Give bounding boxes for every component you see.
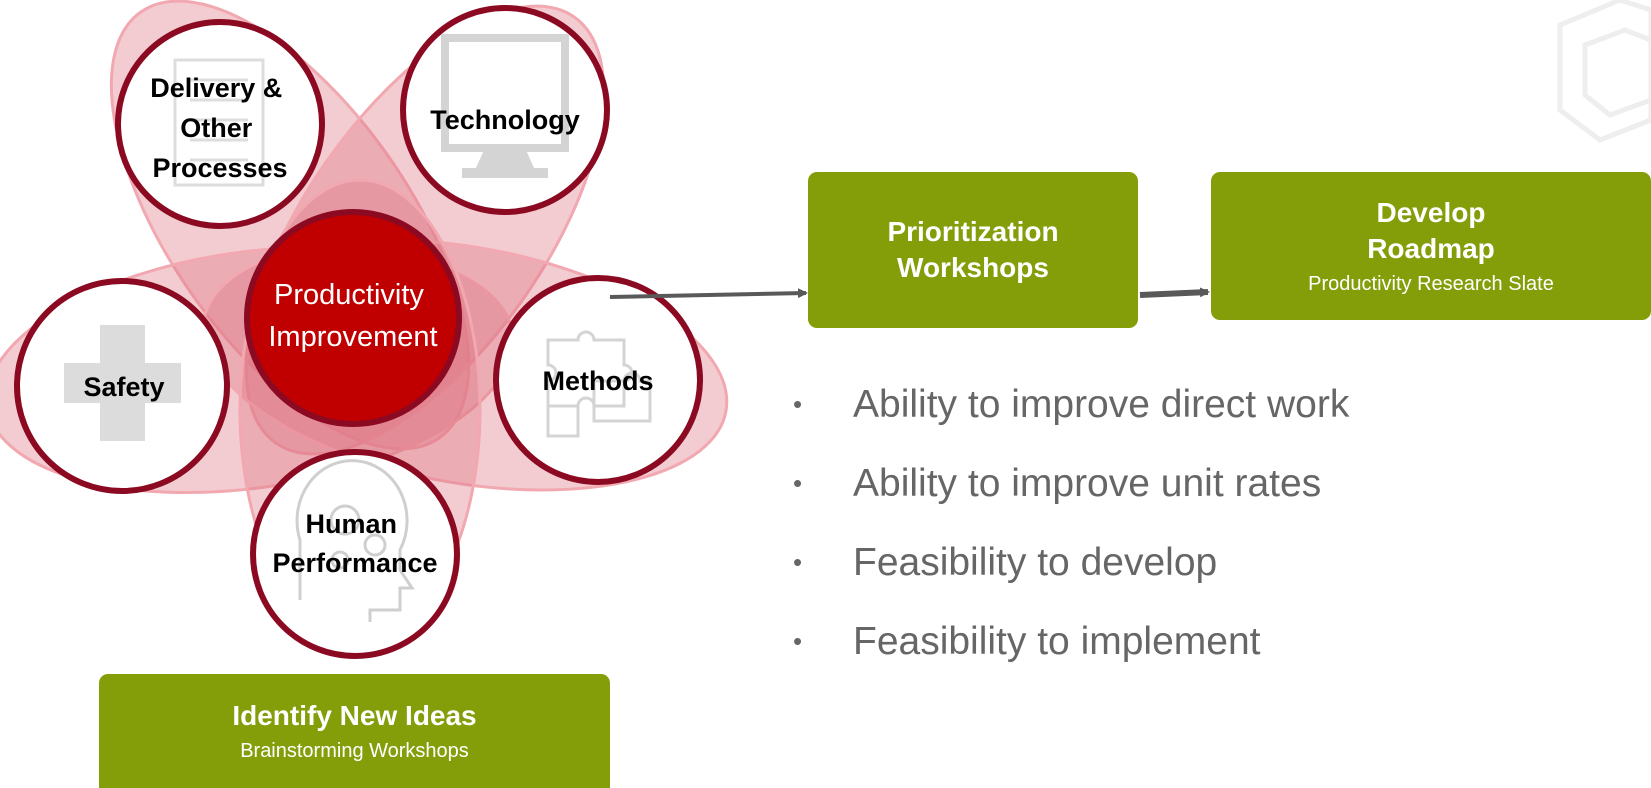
document-icon	[173, 58, 265, 187]
node-delivery: Delivery & Other Processes	[115, 19, 325, 229]
prioritization-title: Prioritization Workshops	[887, 216, 1059, 283]
identify-subtitle: Brainstorming Workshops	[240, 740, 469, 762]
node-safety: Safety	[14, 278, 230, 494]
prioritization-box: Prioritization Workshops	[808, 172, 1138, 328]
node-label-safety: Safety	[83, 372, 164, 402]
criteria-item: •Feasibility to develop	[785, 538, 1349, 617]
node-label-technology: Technology	[430, 105, 580, 135]
node-methods: Methods	[493, 275, 703, 485]
bullet-icon: •	[793, 389, 803, 419]
brain-gears-icon	[295, 459, 415, 622]
identify-ideas-box: Identify New Ideas Brainstorming Worksho…	[99, 674, 610, 788]
roadmap-subtitle: Productivity Research Slate	[1308, 273, 1554, 295]
center-label: Productivity Improvement	[268, 279, 437, 353]
arrow-to-roadmap	[1139, 287, 1210, 298]
node-label-methods: Methods	[543, 366, 654, 396]
bullet-icon: •	[793, 468, 803, 498]
hexagon-watermark	[1557, 0, 1651, 143]
roadmap-title: Develop Roadmap	[1367, 197, 1495, 264]
puzzle-icon	[546, 330, 652, 438]
node-label-human: Human Performance	[272, 509, 437, 578]
node-technology: Technology	[400, 5, 610, 215]
roadmap-box: Develop Roadmap Productivity Research Sl…	[1211, 172, 1651, 320]
monitor-icon	[441, 34, 569, 178]
criteria-list: •Ability to improve direct work •Ability…	[785, 380, 1349, 696]
arrow-to-prioritization	[609, 288, 808, 299]
criteria-item: •Ability to improve direct work	[785, 380, 1349, 459]
identify-title: Identify New Ideas	[232, 700, 477, 731]
medical-cross-icon	[64, 325, 181, 441]
bullet-icon: •	[793, 626, 803, 656]
center-circle	[244, 209, 462, 427]
node-label-delivery: Delivery & Other Processes	[150, 73, 290, 183]
criteria-item: •Feasibility to implement	[785, 617, 1349, 696]
criteria-item: •Ability to improve unit rates	[785, 459, 1349, 538]
bullet-icon: •	[793, 547, 803, 577]
node-human: Human Performance	[250, 449, 460, 659]
